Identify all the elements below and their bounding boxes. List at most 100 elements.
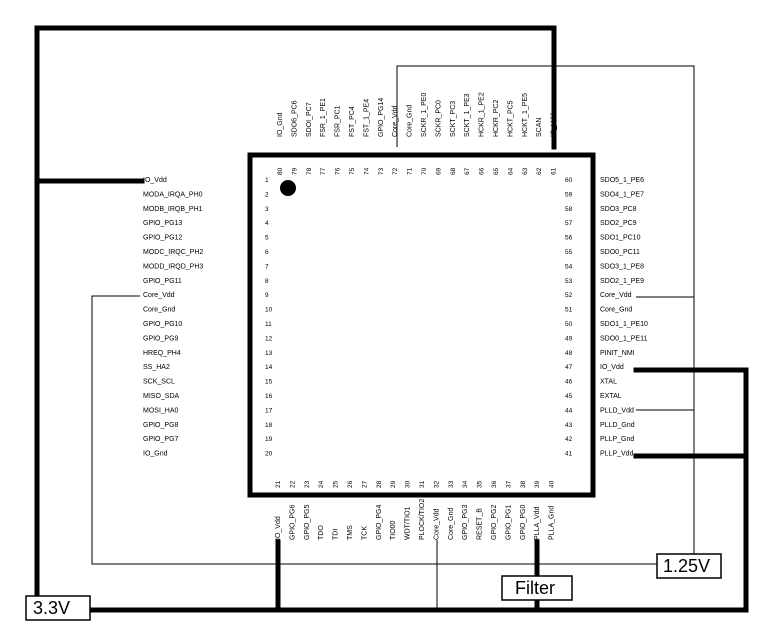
label-1v25: 1.25V: [656, 553, 722, 579]
pin-label-bottom: TDI: [333, 529, 340, 540]
pin-label-bottom: IO_Vdd: [275, 516, 282, 540]
pin-number-right: 42: [565, 436, 573, 443]
pin-number-right: 41: [565, 451, 573, 458]
pin-number-top: 68: [450, 167, 457, 175]
pin-label-right: SDO1_PC10: [600, 235, 641, 242]
pin-label-left: MOSI_HA0: [143, 407, 179, 414]
bottom-pin-group: 21IO_Vdd22GPIO_PG623GPIO_PG524TDO25TDI26…: [275, 480, 556, 540]
pin-label-top: IO_Gnd: [277, 112, 284, 137]
pin-label-bottom: TIO00: [390, 520, 397, 540]
pin-label-top: HCKR_1_PE2: [479, 92, 486, 137]
pin-label-left: SS_HA2: [143, 364, 170, 371]
pin-number-bottom: 34: [462, 480, 469, 488]
pin-label-top: FST_1_PE4: [363, 99, 370, 137]
pin-label-top: HCKT_1_PE5: [522, 93, 529, 137]
pin-number-right: 58: [565, 206, 573, 213]
pin-label-top: SDOI_PC7: [306, 102, 313, 137]
pin-number-left: 3: [265, 206, 269, 213]
pin-label-bottom: PLOCK/TIO2: [419, 499, 426, 540]
pin-label-right: SDO2_PC9: [600, 220, 637, 227]
pin-number-right: 44: [565, 407, 573, 414]
pin-number-top: 77: [320, 167, 327, 175]
pin-number-bottom: 29: [390, 480, 397, 488]
pin-label-left: MODA_IRQA_PH0: [143, 191, 203, 198]
pin-label-bottom: TMS: [347, 525, 354, 540]
pin-label-bottom: WDT/TIO1: [405, 506, 412, 540]
pin-label-left: MODB_IRQB_PH1: [143, 206, 203, 213]
pin-label-top: HCKR_PC2: [493, 100, 500, 137]
pin-number-top: 70: [421, 167, 428, 175]
pin-number-left: 5: [265, 235, 269, 242]
pin-number-left: 9: [265, 292, 269, 299]
pin-number-right: 49: [565, 335, 573, 342]
pin-label-bottom: GPIO_PG3: [462, 504, 469, 540]
pin-label-right: Core_Gnd: [600, 307, 632, 314]
pin-number-right: 43: [565, 422, 573, 429]
pin-number-top: 63: [522, 167, 529, 175]
pin-number-right: 57: [565, 220, 573, 227]
pin-number-top: 76: [335, 167, 342, 175]
pin-label-top: FST_PC4: [349, 106, 356, 137]
pin-number-left: 2: [265, 191, 269, 198]
pin-label-bottom: TCK: [361, 526, 368, 540]
pin-label-left: GPIO_PG8: [143, 422, 179, 429]
pin-number-left: 7: [265, 263, 269, 270]
pin-number-top: 74: [363, 167, 370, 175]
pin-label-left: Core_Gnd: [143, 307, 175, 314]
pin-label-top: SCKR_1_PE0: [421, 93, 428, 137]
pin-label-left: GPIO_PG10: [143, 321, 182, 328]
pin-number-right: 60: [565, 177, 573, 184]
pin-number-bottom: 38: [520, 480, 527, 488]
pin-label-top: SCAN: [536, 118, 543, 137]
pin-number-right: 53: [565, 278, 573, 285]
pin-label-left: MODD_IRQD_PH3: [143, 263, 203, 270]
pin-label-bottom: PLLA_Vdd: [534, 506, 541, 540]
pin-number-left: 16: [265, 393, 273, 400]
pin-label-right: SDO1_1_PE10: [600, 321, 648, 328]
pin-label-top: SDO6_PC6: [291, 100, 298, 137]
pin-number-bottom: 31: [419, 480, 426, 488]
pin-number-bottom: 25: [333, 480, 340, 488]
pin-label-right: IO_Vdd: [600, 364, 624, 371]
pin-number-right: 48: [565, 350, 573, 357]
pin-label-left: GPIO_PG12: [143, 235, 182, 242]
pin-number-bottom: 21: [275, 480, 282, 488]
pin-label-left: GPIO_PG9: [143, 335, 179, 342]
pin-label-top: IO_Vdd: [551, 113, 558, 137]
pin-number-right: 46: [565, 379, 573, 386]
pin-label-bottom: GPIO_PG4: [376, 504, 383, 540]
pin-label-right: PLLP_Vdd: [600, 451, 634, 458]
pin-label-top: SCKT_PC3: [450, 101, 457, 137]
top-pin-group: IO_Gnd80SDO6_PC679SDOI_PC778FSR_1_PE177F…: [277, 92, 558, 175]
pin-number-top: 78: [306, 167, 313, 175]
pin-label-right: SDO0_PC11: [600, 249, 640, 256]
chip-body: [247, 152, 596, 498]
pin-number-top: 71: [407, 167, 414, 175]
pin-number-left: 1: [265, 177, 269, 184]
pin-label-right: EXTAL: [600, 393, 622, 400]
filter-label-text: Filter: [515, 578, 555, 598]
pin-number-bottom: 30: [405, 480, 412, 488]
pin-number-left: 14: [265, 364, 273, 371]
pin-label-bottom: GPIO_PG1: [505, 504, 512, 540]
pin-label-left: GPIO_PG13: [143, 220, 182, 227]
label-1v25-text: 1.25V: [663, 556, 710, 576]
pin-number-bottom: 28: [376, 480, 383, 488]
pin-number-top: 64: [507, 167, 514, 175]
pin-label-left: GPIO_PG7: [143, 436, 179, 443]
pin-number-left: 10: [265, 307, 273, 314]
pin-number-left: 19: [265, 436, 273, 443]
pin-label-left: IO_Gnd: [143, 451, 168, 458]
pin-label-bottom: Core_Gnd: [448, 508, 455, 540]
pin-label-right: SDO5_1_PE6: [600, 177, 644, 184]
pin-number-left: 12: [265, 335, 273, 342]
pin-number-left: 4: [265, 220, 269, 227]
pin-number-bottom: 24: [318, 480, 325, 488]
label-3v3: 3.3V: [25, 595, 91, 621]
pin-label-top: SCKT_1_PE3: [464, 93, 471, 137]
pin-label-bottom: PLLA_Gnd: [549, 506, 556, 540]
pin-label-bottom: RESET_B: [477, 508, 484, 540]
